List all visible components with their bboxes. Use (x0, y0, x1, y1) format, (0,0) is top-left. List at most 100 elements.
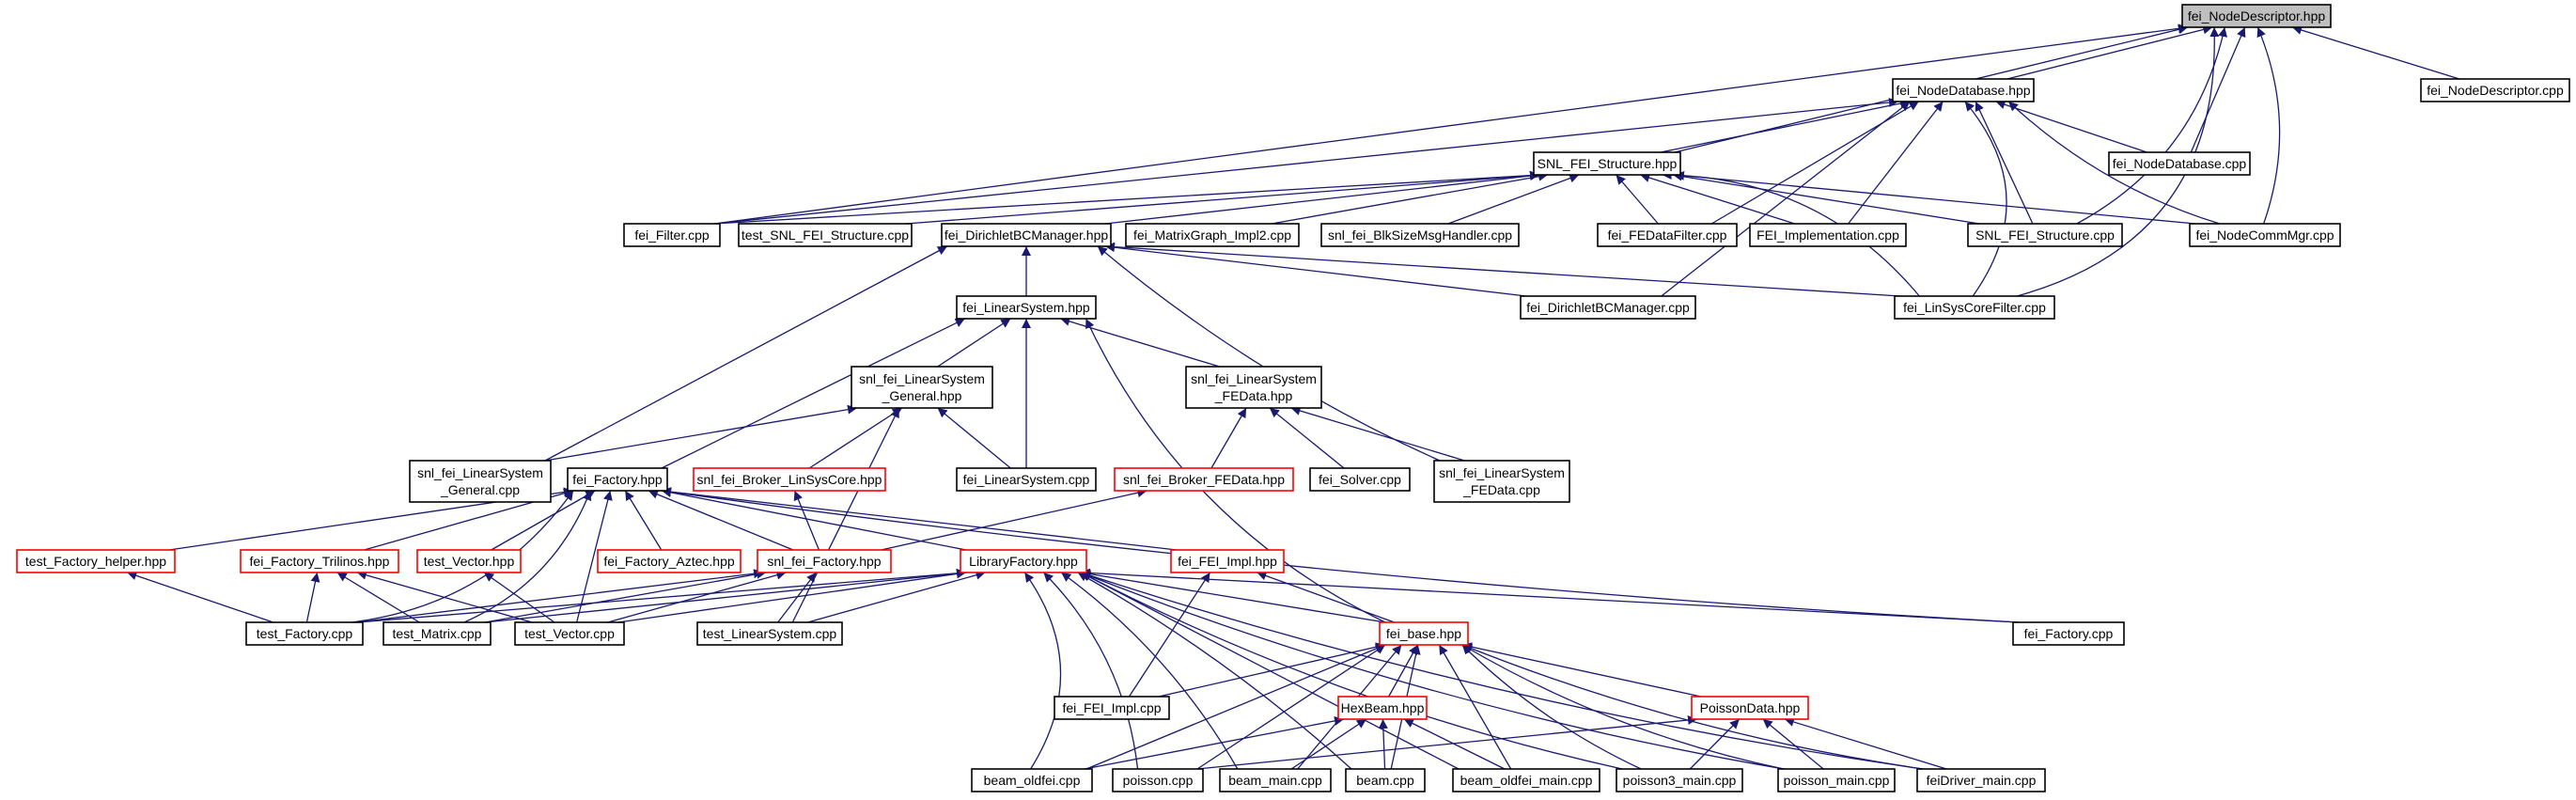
edge-path (1080, 572, 1623, 770)
graph-node[interactable]: fei_DirichletBCManager.hpp (941, 223, 1112, 247)
graph-node[interactable]: PoissonData.hpp (1691, 696, 1809, 720)
graph-node[interactable]: snl_fei_Broker_LinSysCore.hpp (693, 467, 886, 492)
graph-node[interactable]: fei_LinearSystem.hpp (956, 295, 1097, 320)
node-label: snl_fei_Broker_LinSysCore.hpp (697, 472, 882, 487)
graph-node[interactable]: fei_Solver.cpp (1309, 467, 1411, 492)
graph-node[interactable]: SNL_FEI_Structure.hpp (1533, 151, 1681, 176)
graph-node[interactable]: test_Matrix.cpp (382, 621, 492, 646)
graph-node[interactable]: poisson_main.cpp (1777, 768, 1896, 792)
include-edge (1378, 718, 1388, 770)
graph-node[interactable]: fei_MatrixGraph_Impl2.cpp (1125, 223, 1300, 247)
node-label: _FEData.hpp (1214, 388, 1293, 403)
edge-path (1762, 718, 1824, 770)
graph-node[interactable]: fei_NodeDatabase.cpp (2108, 151, 2251, 176)
node-box (1749, 223, 1907, 247)
graph-node[interactable]: beam.cpp (1345, 768, 1426, 792)
edge-path (905, 170, 1540, 225)
edge-path (1158, 642, 1386, 698)
include-edge (1042, 572, 1139, 770)
node-box (1916, 768, 2046, 792)
graph-node[interactable]: SNL_FEI_Structure.cpp (1967, 223, 2123, 247)
graph-node[interactable]: poisson.cpp (1112, 768, 1204, 792)
graph-node[interactable]: fei_NodeDescriptor.hpp (2181, 4, 2332, 28)
include-edge (356, 570, 533, 623)
node-label: _General.hpp (882, 388, 962, 403)
edge-path (1461, 644, 1785, 770)
graph-node[interactable]: fei_base.hpp (1379, 621, 1469, 646)
include-edge (661, 487, 2020, 623)
edge-path (1042, 572, 1139, 770)
include-edge (1461, 644, 1785, 770)
node-label: fei_Solver.cpp (1319, 472, 1401, 487)
graph-node[interactable]: fei_NodeDatabase.hpp (1892, 78, 2035, 102)
edge-path (1080, 569, 1386, 623)
graph-node[interactable]: fei_Factory_Trilinos.hpp (240, 549, 399, 573)
node-box (409, 460, 552, 503)
graph-node[interactable]: fei_FEDataFilter.cpp (1597, 223, 1738, 247)
graph-node[interactable]: beam_oldfei_main.cpp (1452, 768, 1600, 792)
graph-node[interactable]: snl_fei_Broker_FEData.hpp (1114, 467, 1294, 492)
include-edge (1784, 717, 1947, 770)
node-label: snl_fei_LinearSystem (1439, 465, 1565, 480)
include-edge (937, 318, 1011, 368)
graph-node[interactable]: fei_Filter.cpp (623, 223, 721, 247)
include-edge (1080, 571, 1924, 770)
node-label: fei_Factory_Trilinos.hpp (250, 554, 390, 569)
node-box (1777, 768, 1896, 792)
graph-node[interactable]: fei_Factory.cpp (2012, 621, 2125, 646)
edge-path (1662, 170, 1920, 297)
graph-node[interactable]: beam_main.cpp (1219, 768, 1332, 792)
include-edge (1060, 317, 1220, 368)
graph-node[interactable]: snl_fei_Factory.hpp (757, 549, 892, 573)
graph-node[interactable]: fei_NodeDescriptor.cpp (2420, 78, 2570, 102)
graph-node[interactable]: fei_Factory.hpp (567, 467, 668, 492)
include-edge (544, 245, 948, 462)
graph-node[interactable]: fei_LinearSystem.cpp (956, 467, 1097, 492)
graph-node[interactable]: FEI_Implementation.cpp (1749, 223, 1907, 247)
include-edge (356, 568, 967, 623)
include-edge (1661, 101, 1911, 297)
graph-node[interactable]: beam_oldfei.cpp (971, 768, 1093, 792)
graph-node[interactable]: feiDriver_main.cpp (1916, 768, 2046, 792)
graph-node[interactable]: HexBeam.hpp (1337, 696, 1428, 720)
include-edge (1104, 243, 1527, 297)
edge-path (2291, 25, 2460, 80)
node-label: fei_NodeCommMgr.cpp (2195, 227, 2334, 243)
node-box (382, 621, 492, 646)
edge-path (617, 569, 967, 623)
graph-node[interactable]: snl_fei_LinearSystem_General.hpp (851, 366, 993, 409)
include-edge (1640, 173, 1795, 225)
edge-path (484, 569, 767, 623)
edge-path (1461, 642, 1702, 698)
graph-node[interactable]: test_Factory_helper.hpp (16, 549, 176, 573)
node-box (2181, 4, 2332, 28)
graph-node[interactable]: snl_fei_BlkSizeMsgHandler.cpp (1320, 223, 1520, 247)
include-edge (793, 490, 820, 551)
graph-node[interactable]: snl_fei_LinearSystem_FEData.cpp (1433, 460, 1570, 503)
graph-node[interactable]: poisson3_main.cpp (1616, 768, 1743, 792)
graph-node[interactable]: fei_NodeCommMgr.cpp (2189, 223, 2341, 247)
edge-path (1060, 317, 1220, 368)
graph-node[interactable]: fei_LinSysCoreFilter.cpp (1894, 295, 2055, 320)
graph-node[interactable]: fei_DirichletBCManager.cpp (1520, 295, 1696, 320)
graph-node[interactable]: snl_fei_LinearSystem_FEData.hpp (1185, 366, 1322, 409)
node-box (1114, 467, 1294, 492)
graph-node[interactable]: test_Factory.cpp (245, 621, 364, 646)
graph-node[interactable]: test_Vector.hpp (416, 549, 522, 573)
graph-node[interactable]: test_SNL_FEI_Structure.cpp (738, 223, 913, 247)
node-box (1219, 768, 1332, 792)
graph-node[interactable]: test_Vector.cpp (514, 621, 625, 646)
graph-node[interactable]: fei_Factory_Aztec.hpp (597, 549, 742, 573)
graph-node[interactable]: fei_FEI_Impl.cpp (1054, 696, 1170, 720)
graph-node[interactable]: test_LinearSystem.cpp (696, 621, 843, 646)
include-edge (1023, 572, 1062, 770)
include-edge (648, 490, 794, 551)
edge-path (1271, 171, 1549, 225)
include-edge (661, 487, 1178, 551)
edge-path (1085, 318, 1386, 623)
graph-node[interactable]: snl_fei_LinearSystem_General.cpp (409, 460, 552, 503)
graph-node[interactable]: LibraryFactory.hpp (960, 549, 1087, 573)
edge-path (607, 570, 787, 623)
graph-node[interactable]: fei_FEI_Impl.hpp (1170, 549, 1285, 573)
